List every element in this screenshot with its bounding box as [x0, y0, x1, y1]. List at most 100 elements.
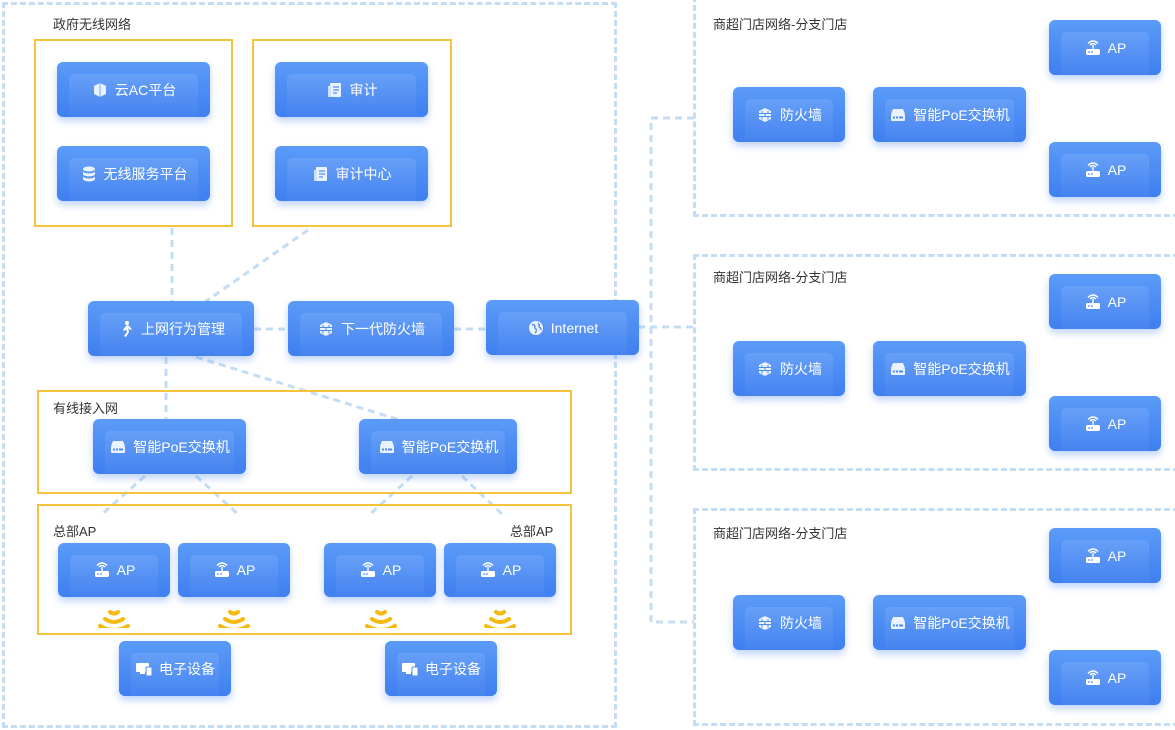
- hq-ap-2[interactable]: AP: [178, 543, 290, 601]
- firewall-icon: [756, 360, 774, 378]
- store-1-firewall-label: 防火墙: [780, 106, 822, 123]
- firewall-icon: [756, 614, 774, 632]
- store-1-switch[interactable]: 智能PoE交换机: [873, 87, 1026, 146]
- document-icon: [326, 81, 344, 99]
- cloud-ac-label: 云AC平台: [114, 81, 177, 98]
- poe-switch-right[interactable]: 智能PoE交换机: [359, 419, 517, 478]
- wireless-service-node[interactable]: 无线服务平台: [57, 146, 210, 205]
- hq-ap-3[interactable]: AP: [324, 543, 436, 601]
- store-3-switch[interactable]: 智能PoE交换机: [873, 595, 1026, 654]
- router-icon: [1084, 547, 1102, 565]
- store-3-ap-top[interactable]: AP: [1049, 528, 1161, 587]
- store-2-switch[interactable]: 智能PoE交换机: [873, 341, 1026, 400]
- walking-person-icon: [117, 320, 135, 338]
- audit-center-node[interactable]: 审计中心: [275, 146, 428, 205]
- behavior-mgmt-label: 上网行为管理: [141, 320, 225, 337]
- store-region-2: [693, 254, 1175, 471]
- hq-ap-1-label: AP: [116, 562, 136, 578]
- router-icon: [1084, 669, 1102, 687]
- hq-ap-title-left: 总部AP: [53, 524, 97, 539]
- wifi-signal-icon: [365, 610, 397, 628]
- store-2-ap-bottom-label: AP: [1107, 415, 1127, 432]
- router-icon: [1084, 415, 1102, 433]
- hq-ap-4-label: AP: [502, 562, 522, 578]
- store-region-3: [693, 508, 1175, 726]
- router-icon: [479, 561, 497, 579]
- store-3-ap-bottom[interactable]: AP: [1049, 650, 1161, 709]
- document-icon: [312, 165, 330, 183]
- poe-switch-left[interactable]: 智能PoE交换机: [93, 419, 246, 478]
- switch-icon: [109, 438, 127, 456]
- ngfw-node[interactable]: 下一代防火墙: [288, 301, 454, 360]
- hq-ap-4[interactable]: AP: [444, 543, 556, 601]
- firewall-icon: [317, 320, 335, 338]
- store-1-ap-top-label: AP: [1107, 39, 1127, 56]
- cloud-ac-node[interactable]: 云AC平台: [57, 62, 210, 121]
- audit-label: 审计: [349, 81, 378, 98]
- switch-icon: [889, 614, 907, 632]
- database-icon: [80, 165, 98, 183]
- switch-icon: [889, 106, 907, 124]
- internet-label: Internet: [550, 319, 599, 336]
- ngfw-label: 下一代防火墙: [341, 320, 425, 337]
- audit-group: [252, 39, 452, 227]
- firewall-icon: [756, 106, 774, 124]
- cloud-server-icon: [91, 81, 109, 99]
- store-2-ap-top[interactable]: AP: [1049, 274, 1161, 333]
- store-1-ap-top[interactable]: AP: [1049, 20, 1161, 79]
- behavior-mgmt-node[interactable]: 上网行为管理: [88, 301, 254, 360]
- wifi-signal-icon: [484, 610, 516, 628]
- hq-ap-title-right: 总部AP: [510, 524, 554, 539]
- router-icon: [1084, 293, 1102, 311]
- router-icon: [359, 561, 377, 579]
- store-3-firewall-label: 防火墙: [780, 614, 822, 631]
- electronic-device-left-label: 电子设备: [159, 660, 215, 677]
- store-1-ap-bottom[interactable]: AP: [1049, 142, 1161, 201]
- store-2-ap-bottom[interactable]: AP: [1049, 396, 1161, 455]
- poe-switch-left-label: 智能PoE交换机: [133, 438, 230, 455]
- store-1-ap-bottom-label: AP: [1107, 161, 1127, 178]
- internet-node[interactable]: Internet: [486, 300, 639, 359]
- hq-ap-group: [37, 504, 572, 635]
- store-2-switch-label: 智能PoE交换机: [913, 360, 1010, 377]
- electronic-device-right[interactable]: 电子设备: [385, 641, 497, 700]
- switch-icon: [889, 360, 907, 378]
- audit-center-label: 审计中心: [335, 165, 392, 182]
- wireless-service-label: 无线服务平台: [103, 165, 188, 182]
- devices-icon: [135, 660, 153, 678]
- store-2-firewall-label: 防火墙: [780, 360, 822, 377]
- router-icon: [213, 561, 231, 579]
- store-title-2: 商超门店网络-分支门店: [713, 270, 848, 285]
- router-icon: [1084, 161, 1102, 179]
- store-3-ap-bottom-label: AP: [1107, 669, 1127, 686]
- store-3-ap-top-label: AP: [1107, 547, 1127, 564]
- audit-node[interactable]: 审计: [275, 62, 428, 121]
- wifi-signal-icon: [218, 610, 250, 628]
- store-3-firewall[interactable]: 防火墙: [733, 595, 845, 654]
- platform-group: [34, 39, 233, 227]
- router-icon: [1084, 39, 1102, 57]
- hq-ap-2-label: AP: [236, 562, 256, 578]
- gov-network-region: [2, 2, 617, 728]
- globe-icon: [527, 319, 545, 337]
- store-region-1: [693, 0, 1175, 217]
- store-title-3: 商超门店网络-分支门店: [713, 526, 848, 541]
- wired-access-group: [37, 390, 572, 494]
- router-icon: [93, 561, 111, 579]
- store-title-1: 商超门店网络-分支门店: [713, 17, 848, 32]
- wifi-signal-icon: [98, 610, 130, 628]
- wired-access-title: 有线接入网: [53, 401, 119, 416]
- switch-icon: [378, 438, 396, 456]
- store-3-switch-label: 智能PoE交换机: [913, 614, 1010, 631]
- poe-switch-right-label: 智能PoE交换机: [401, 438, 499, 455]
- devices-icon: [401, 660, 419, 678]
- electronic-device-left[interactable]: 电子设备: [119, 641, 231, 700]
- hq-ap-1[interactable]: AP: [58, 543, 170, 601]
- gov-network-title: 政府无线网络: [53, 17, 132, 32]
- store-2-firewall[interactable]: 防火墙: [733, 341, 845, 400]
- electronic-device-right-label: 电子设备: [425, 660, 481, 677]
- store-1-firewall[interactable]: 防火墙: [733, 87, 845, 146]
- store-1-switch-label: 智能PoE交换机: [913, 106, 1010, 123]
- store-2-ap-top-label: AP: [1107, 293, 1127, 310]
